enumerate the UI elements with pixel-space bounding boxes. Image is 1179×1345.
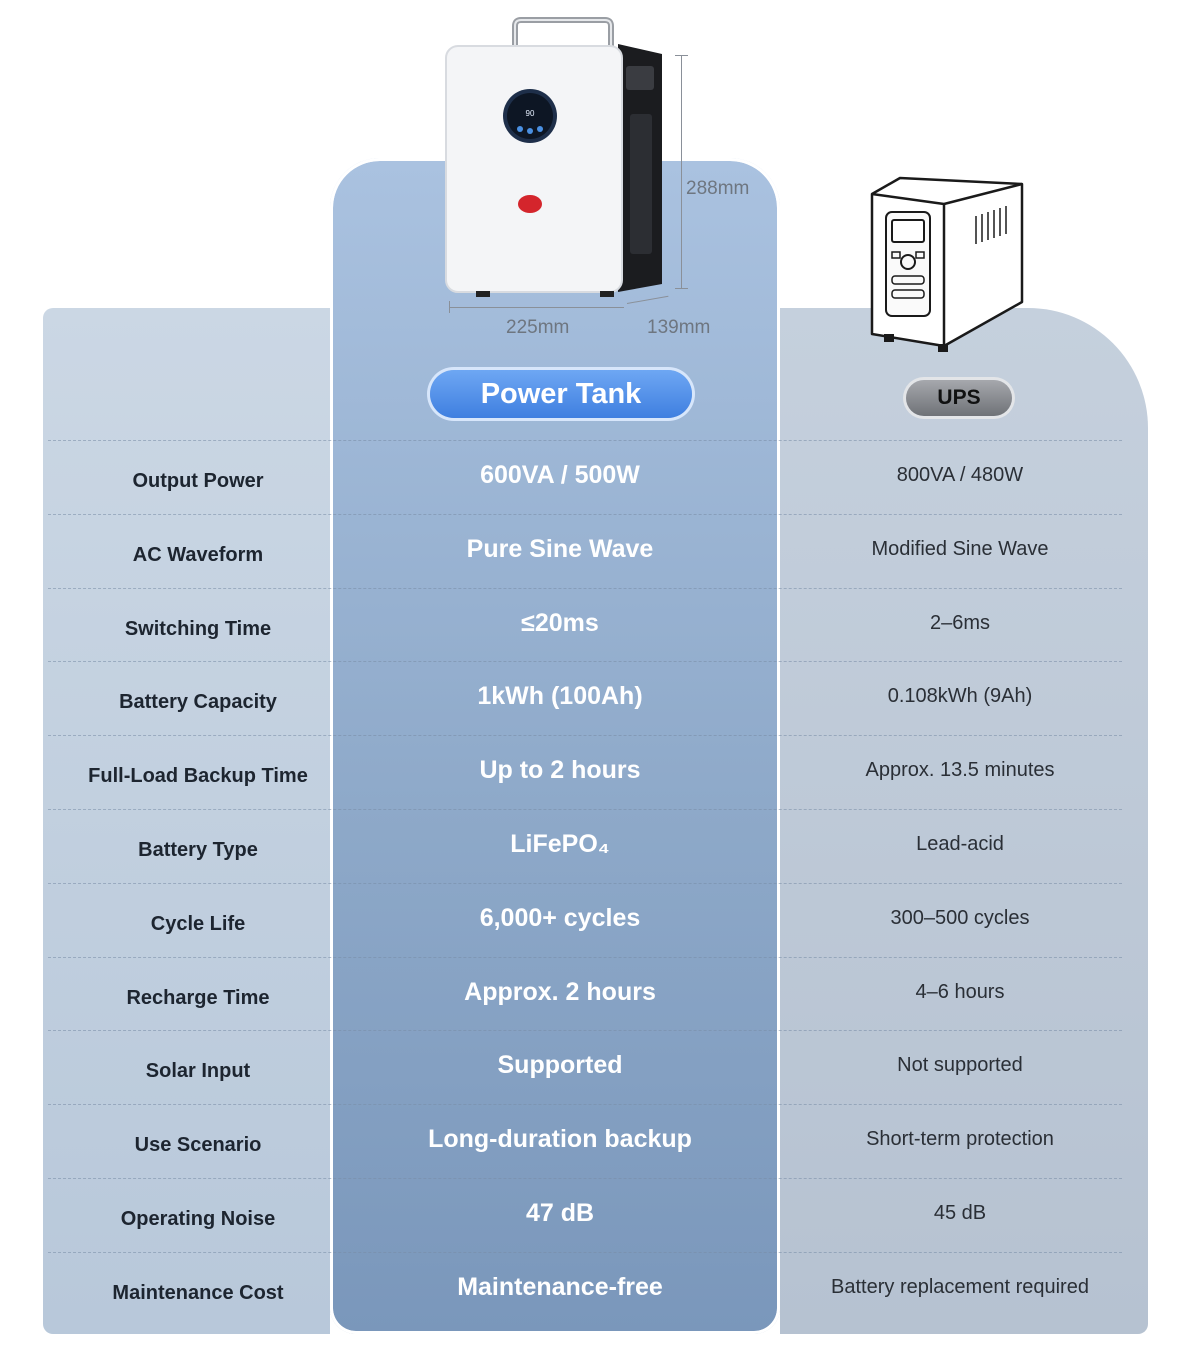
ups-value: Lead-acid xyxy=(916,832,1004,855)
power-tank-product-image: 90 xyxy=(445,17,662,297)
ups-value: 4–6 hours xyxy=(915,980,1005,1003)
feature-label: Operating Noise xyxy=(120,1207,276,1230)
power-tank-value: 47 dB xyxy=(525,1198,595,1227)
feature-label: Full-Load Backup Time xyxy=(88,764,308,787)
row-divider xyxy=(48,1104,1122,1105)
row-divider xyxy=(48,809,1122,810)
power-tank-title-badge: Power Tank xyxy=(430,370,692,418)
feature-label: Use Scenario xyxy=(134,1133,262,1156)
power-tank-value: LiFePO₄ xyxy=(510,829,610,858)
width-dimension-line xyxy=(449,307,624,308)
height-dimension-line xyxy=(681,55,682,289)
power-tank-value: Supported xyxy=(497,1050,623,1079)
ups-column xyxy=(780,308,1148,1334)
ups-value: Short-term protection xyxy=(866,1127,1054,1150)
row-divider xyxy=(48,661,1122,662)
ups-value: 0.108kWh (9Ah) xyxy=(887,684,1033,707)
power-tank-value: Pure Sine Wave xyxy=(466,534,654,563)
row-divider xyxy=(48,1252,1122,1253)
height-dimension-cap-top xyxy=(675,55,688,56)
depth-dimension-label: 139mm xyxy=(647,317,711,338)
row-divider xyxy=(48,440,1122,441)
ups-value: Not supported xyxy=(897,1053,1023,1076)
ups-value: 300–500 cycles xyxy=(890,906,1030,929)
row-divider xyxy=(48,1030,1122,1031)
ups-value: 2–6ms xyxy=(929,611,991,634)
feature-label: Battery Type xyxy=(138,838,258,861)
ups-value: 45 dB xyxy=(933,1201,987,1224)
power-tank-value: 600VA / 500W xyxy=(480,460,640,489)
width-dimension-cap-left xyxy=(449,301,450,313)
row-divider xyxy=(48,588,1122,589)
ups-value: Approx. 13.5 minutes xyxy=(865,758,1055,781)
power-tank-value: Approx. 2 hours xyxy=(464,977,656,1006)
feature-label: Maintenance Cost xyxy=(112,1281,284,1304)
width-dimension-label: 225mm xyxy=(506,317,570,338)
feature-label: Cycle Life xyxy=(150,912,246,935)
height-dimension-label: 288mm xyxy=(686,178,750,199)
feature-label: Switching Time xyxy=(124,617,272,640)
row-divider xyxy=(48,883,1122,884)
feature-label: AC Waveform xyxy=(132,543,264,566)
ups-product-image xyxy=(870,176,1024,352)
ups-title-badge: UPS xyxy=(906,380,1012,416)
feature-label-column xyxy=(43,308,330,1334)
power-tank-value: Maintenance-free xyxy=(457,1272,663,1301)
power-tank-value: Long-duration backup xyxy=(428,1124,692,1153)
power-tank-value: ≤20ms xyxy=(521,608,599,637)
power-tank-display-reading: 90 xyxy=(526,109,535,118)
row-divider xyxy=(48,1178,1122,1179)
row-divider xyxy=(48,514,1122,515)
ups-value: Battery replacement required xyxy=(831,1275,1089,1298)
feature-label: Recharge Time xyxy=(126,986,270,1009)
feature-label: Output Power xyxy=(132,469,264,492)
feature-label: Solar Input xyxy=(145,1059,251,1082)
ups-value: Modified Sine Wave xyxy=(871,537,1049,560)
power-tank-value: 6,000+ cycles xyxy=(479,903,641,932)
feature-label: Battery Capacity xyxy=(119,690,277,713)
power-tank-value: 1kWh (100Ah) xyxy=(477,681,643,710)
row-divider xyxy=(48,957,1122,958)
row-divider xyxy=(48,735,1122,736)
power-tank-column xyxy=(330,158,780,1334)
ups-value: 800VA / 480W xyxy=(896,463,1024,486)
power-tank-value: Up to 2 hours xyxy=(479,755,641,784)
height-dimension-cap-bottom xyxy=(675,288,688,289)
